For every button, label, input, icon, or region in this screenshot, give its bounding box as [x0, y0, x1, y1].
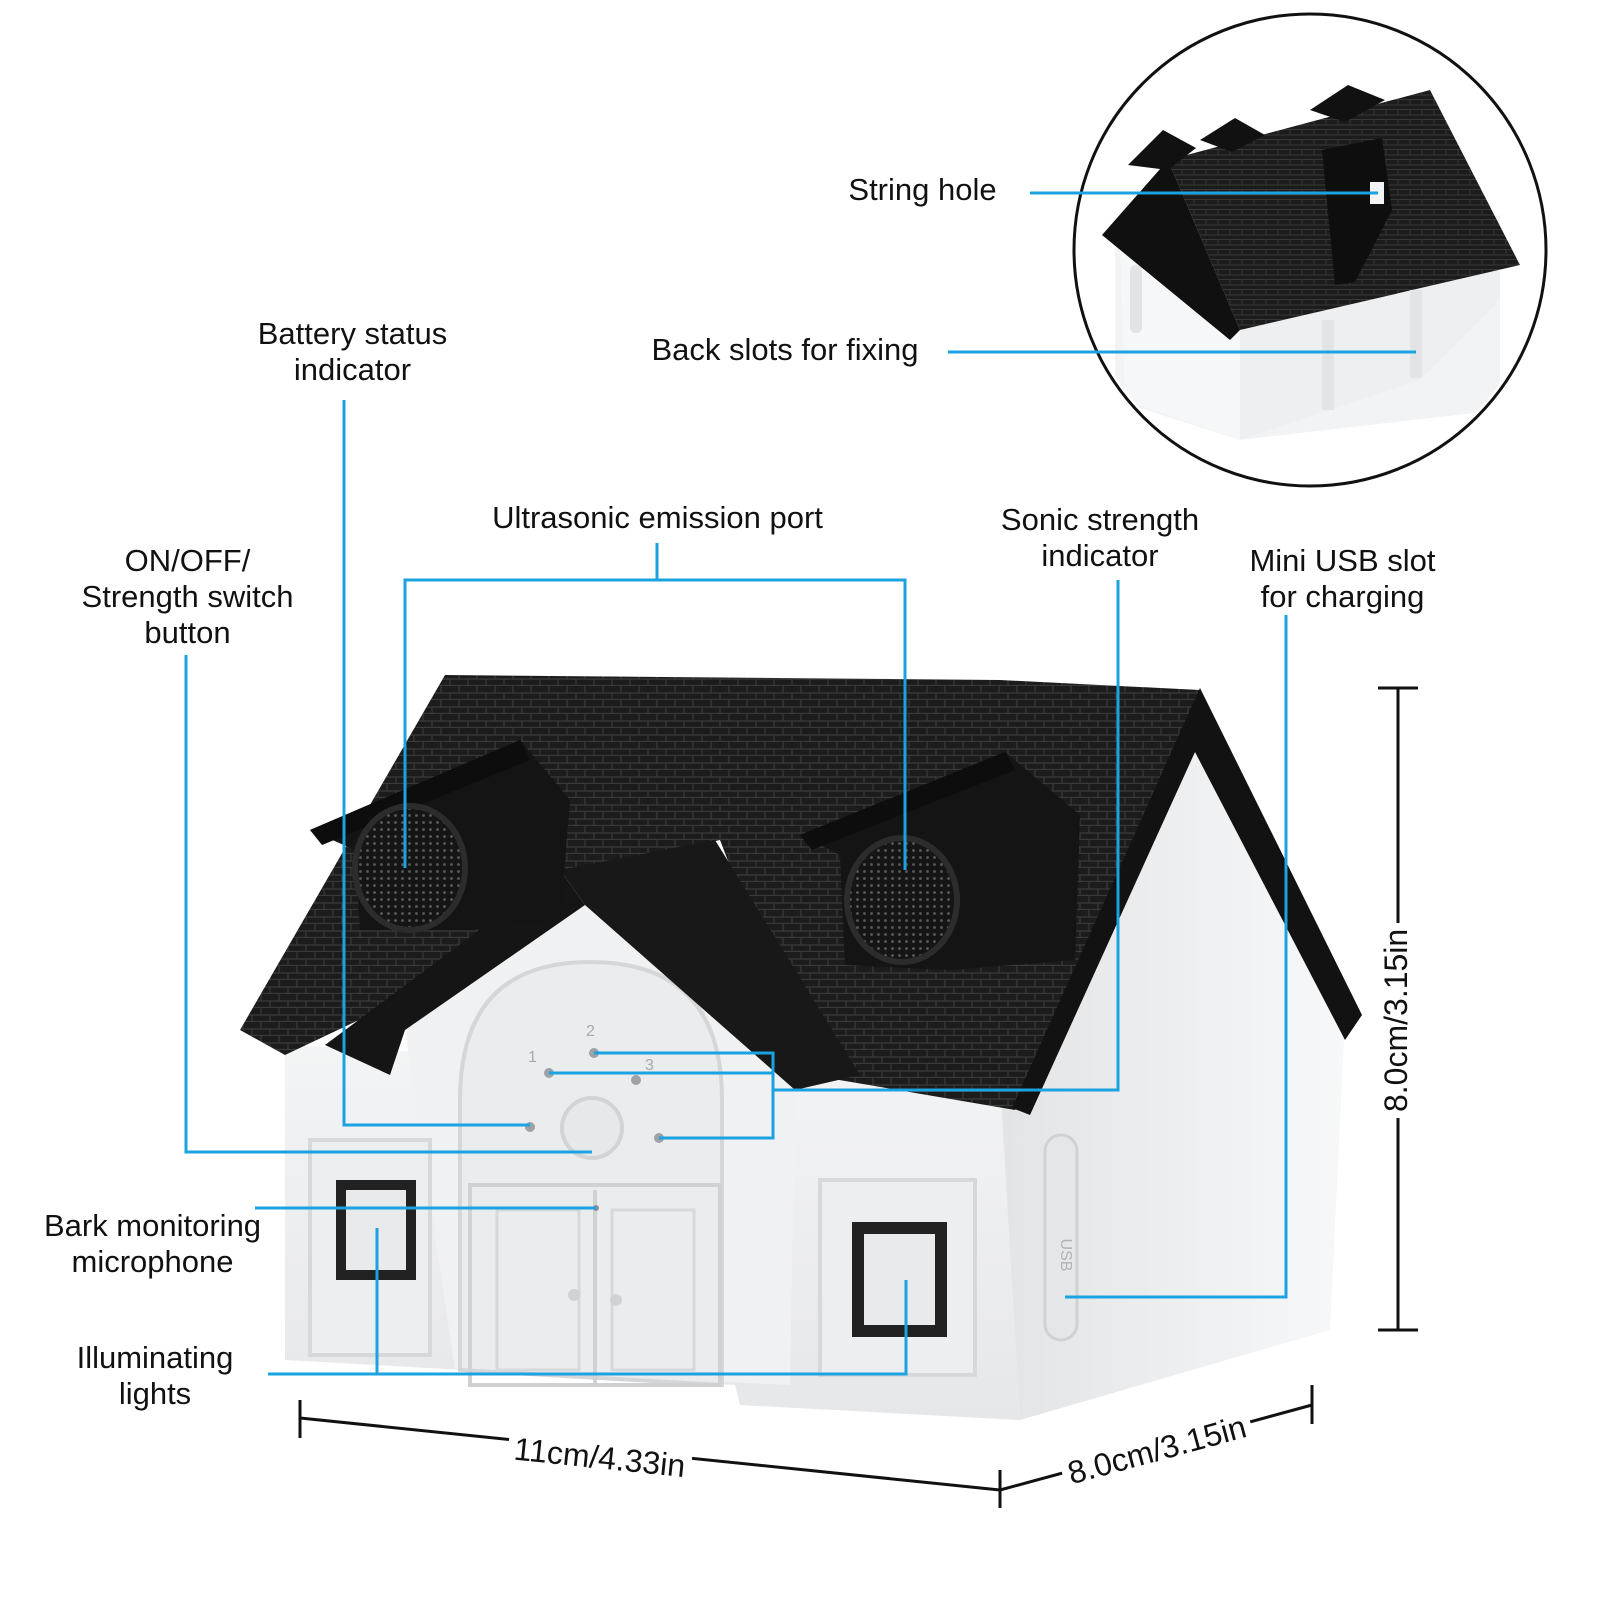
side-wall: [1000, 745, 1345, 1420]
level-2-mark: 2: [586, 1023, 595, 1040]
arch-panel: [458, 959, 724, 1388]
leader-battery-status: [342, 400, 530, 1127]
house-main: USB 1 2 3: [240, 675, 1362, 1420]
roof-eave: [1012, 688, 1362, 1115]
leader-sonic-levels: [594, 1051, 775, 1140]
leader-switch-button: [184, 655, 592, 1154]
level-3-mark: 3: [645, 1057, 654, 1074]
back-view-inset: [1072, 12, 1548, 488]
speaker-right-icon: [844, 835, 960, 965]
label-ultrasonic-port: Ultrasonic emission port: [492, 500, 823, 535]
door-knob-icon: [610, 1294, 622, 1306]
usb-port-mark: USB: [1057, 1239, 1074, 1272]
speaker-left-icon: [352, 803, 468, 933]
strength-led-3: [631, 1075, 641, 1085]
leader-lines: [184, 191, 1416, 1376]
leader-ultrasonic-left: [403, 543, 659, 868]
leader-mini-usb: [1065, 615, 1288, 1299]
label-back-slots: Back slots for fixing: [651, 332, 919, 367]
power-switch-button: [560, 1096, 624, 1160]
door-knob-icon: [568, 1289, 580, 1301]
leader-lights-right: [268, 1280, 908, 1376]
leader-sonic-strength: [773, 580, 1120, 1092]
leader-ultrasonic-right: [657, 578, 907, 870]
label-string-hole: String hole: [848, 172, 997, 207]
dimension-height-text: 8.0cm/3.15in: [1378, 922, 1415, 1118]
usb-slot: [1043, 1133, 1079, 1342]
gable-roof-right: [560, 840, 860, 1090]
level-1-mark: 1: [528, 1049, 537, 1066]
